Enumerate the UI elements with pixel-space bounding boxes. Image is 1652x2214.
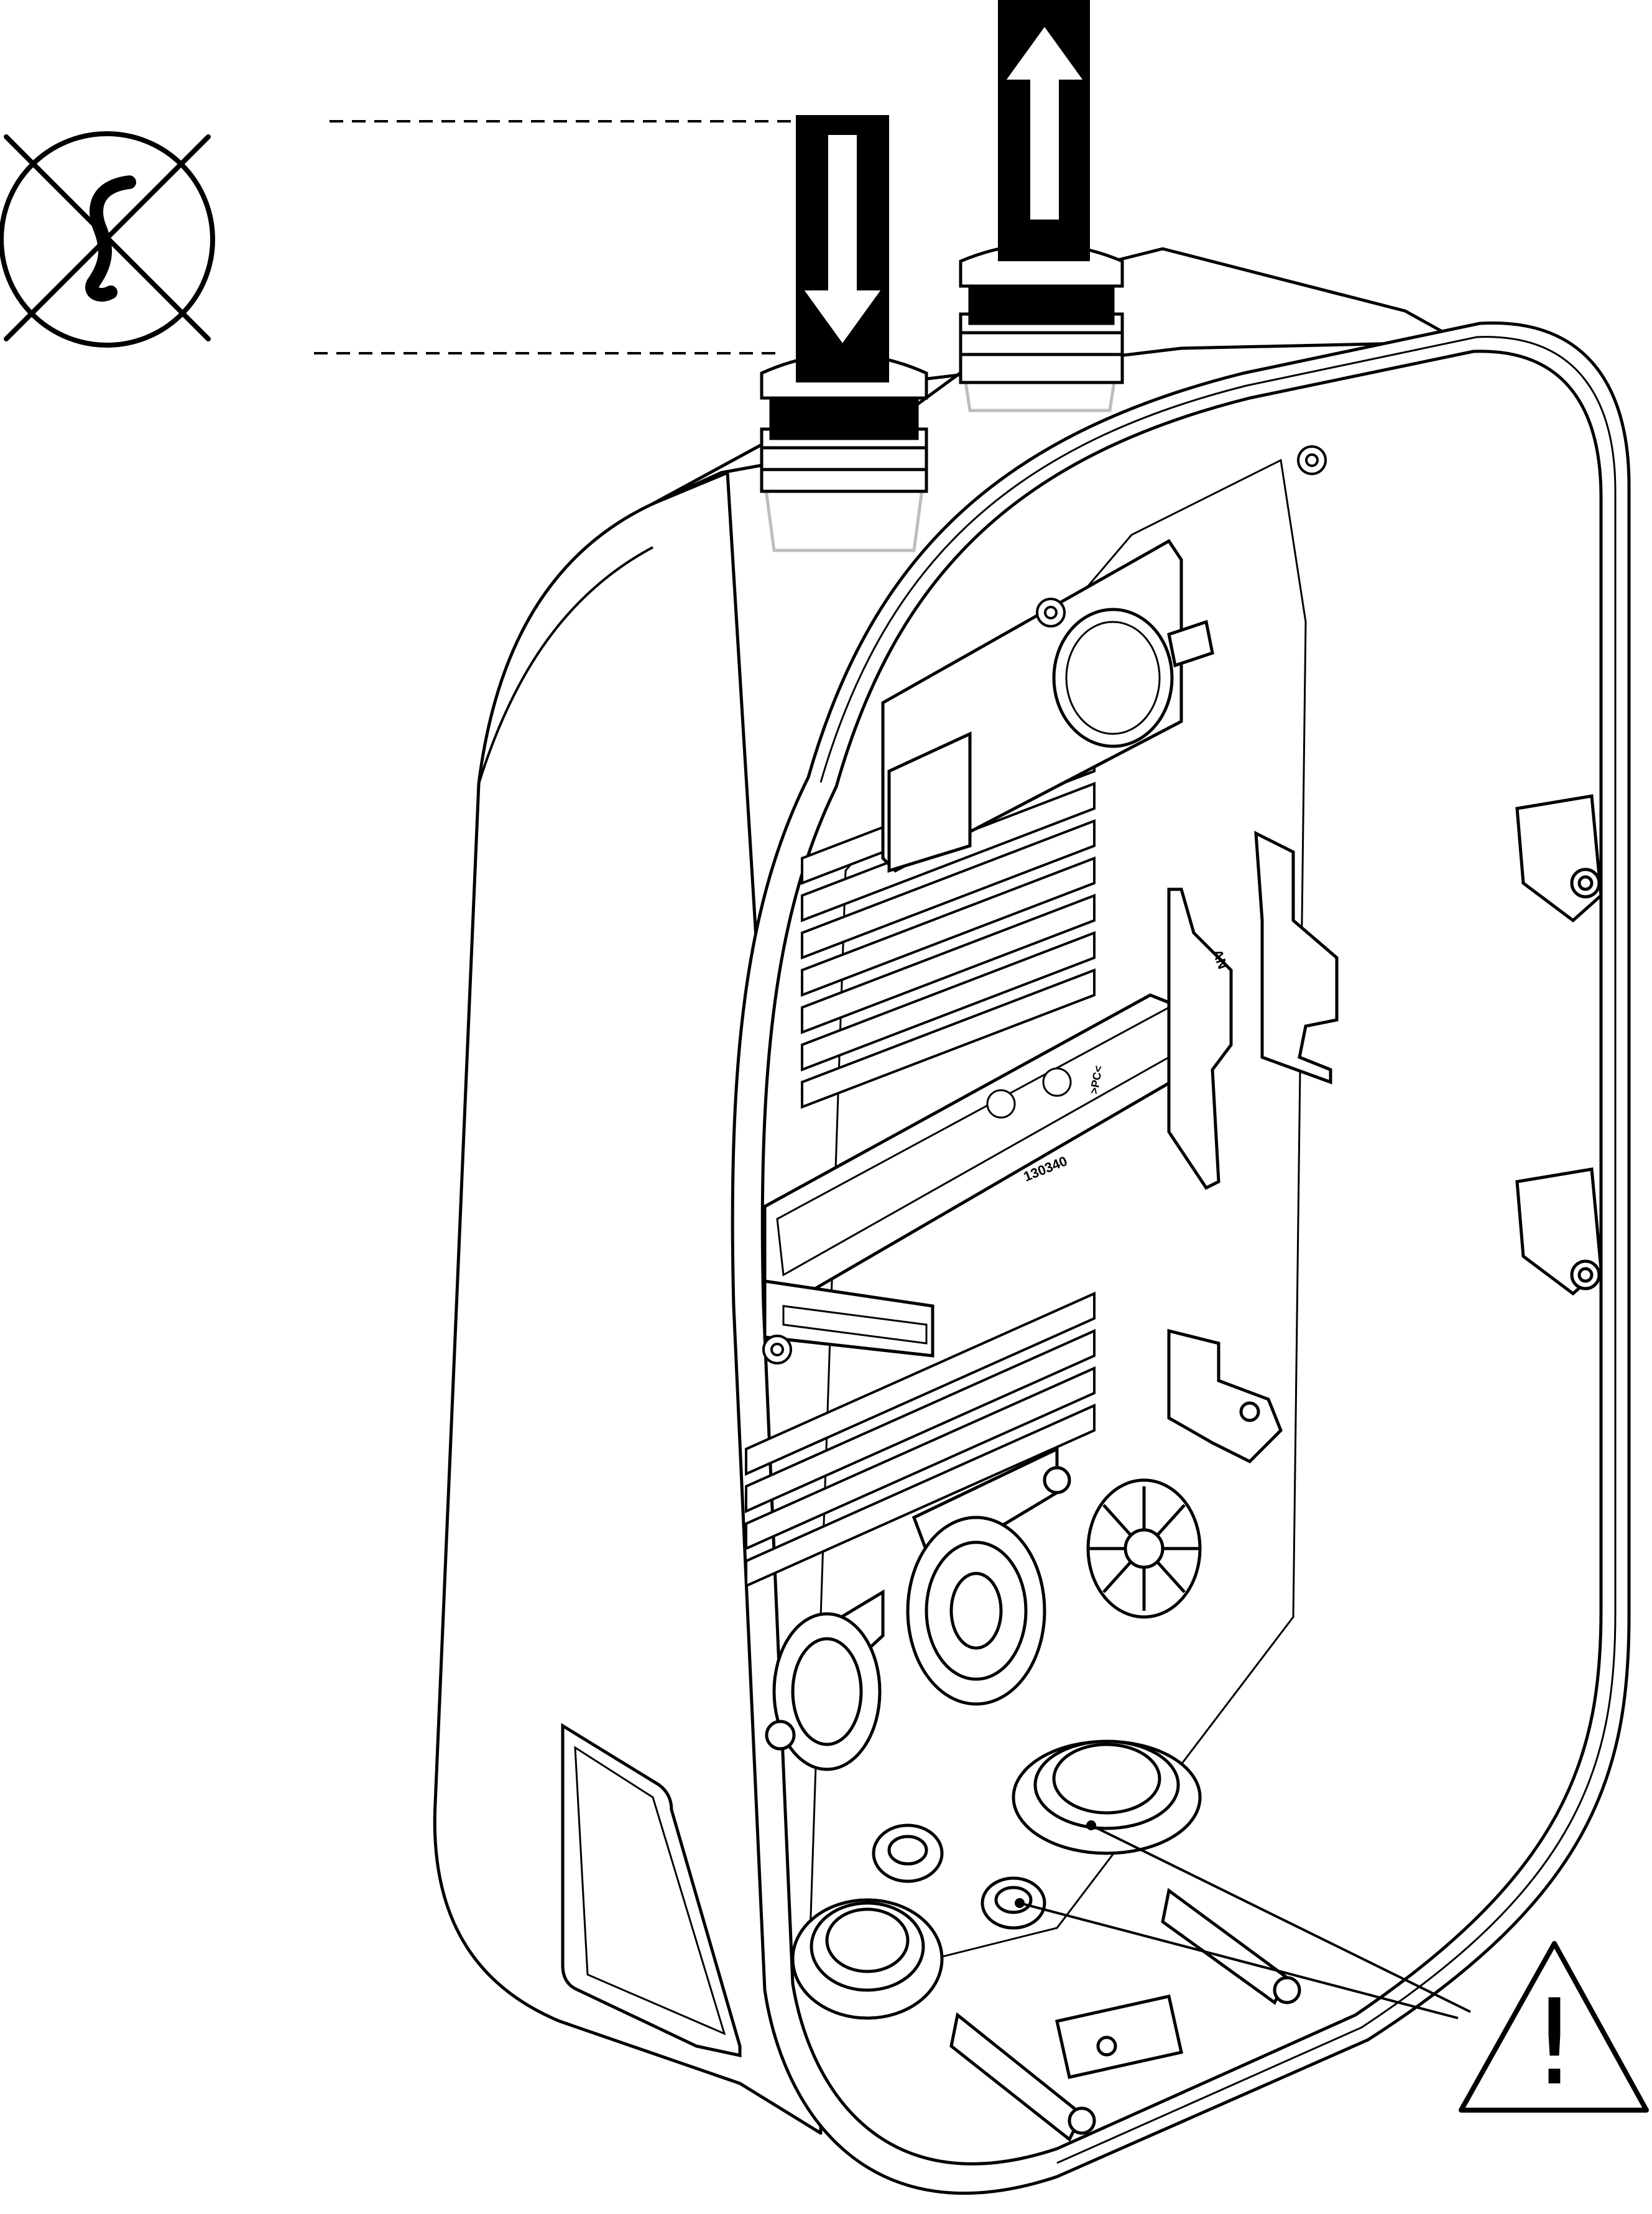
cable-gland-right — [959, 243, 1124, 412]
cable-in — [796, 115, 889, 382]
warning-leaders — [1015, 1820, 1471, 2019]
warning-triangle-icon: ! — [1459, 1941, 1649, 2113]
label-plate — [561, 1723, 742, 2058]
grommet-left — [765, 1589, 885, 1771]
screw-bosses — [762, 445, 1327, 1364]
latch-lower — [1515, 1167, 1603, 1296]
bottom-bosses — [949, 1887, 1301, 2142]
upper-component — [881, 539, 1214, 873]
heatsink-lower — [745, 1291, 1096, 1588]
up-arrow-icon — [1002, 22, 1087, 222]
cable-gland-left — [760, 353, 928, 552]
grommet-center — [906, 1447, 1071, 1706]
din-rail — [763, 993, 1183, 1358]
enclosure-side-edge — [478, 546, 653, 784]
cable-clip — [1167, 1328, 1283, 1464]
latch-upper — [1515, 794, 1603, 923]
mounting-bracket — [1167, 830, 1339, 1190]
warning-glyph: ! — [1531, 1974, 1578, 2111]
crossed-circle-flexible-cable-icon — [0, 131, 215, 348]
down-arrow-icon — [800, 132, 885, 348]
bottom-glands — [791, 1739, 1202, 2020]
cable-out — [998, 0, 1090, 261]
cable-diameter-leaders — [314, 120, 796, 354]
vent-plug — [1086, 1478, 1202, 1619]
